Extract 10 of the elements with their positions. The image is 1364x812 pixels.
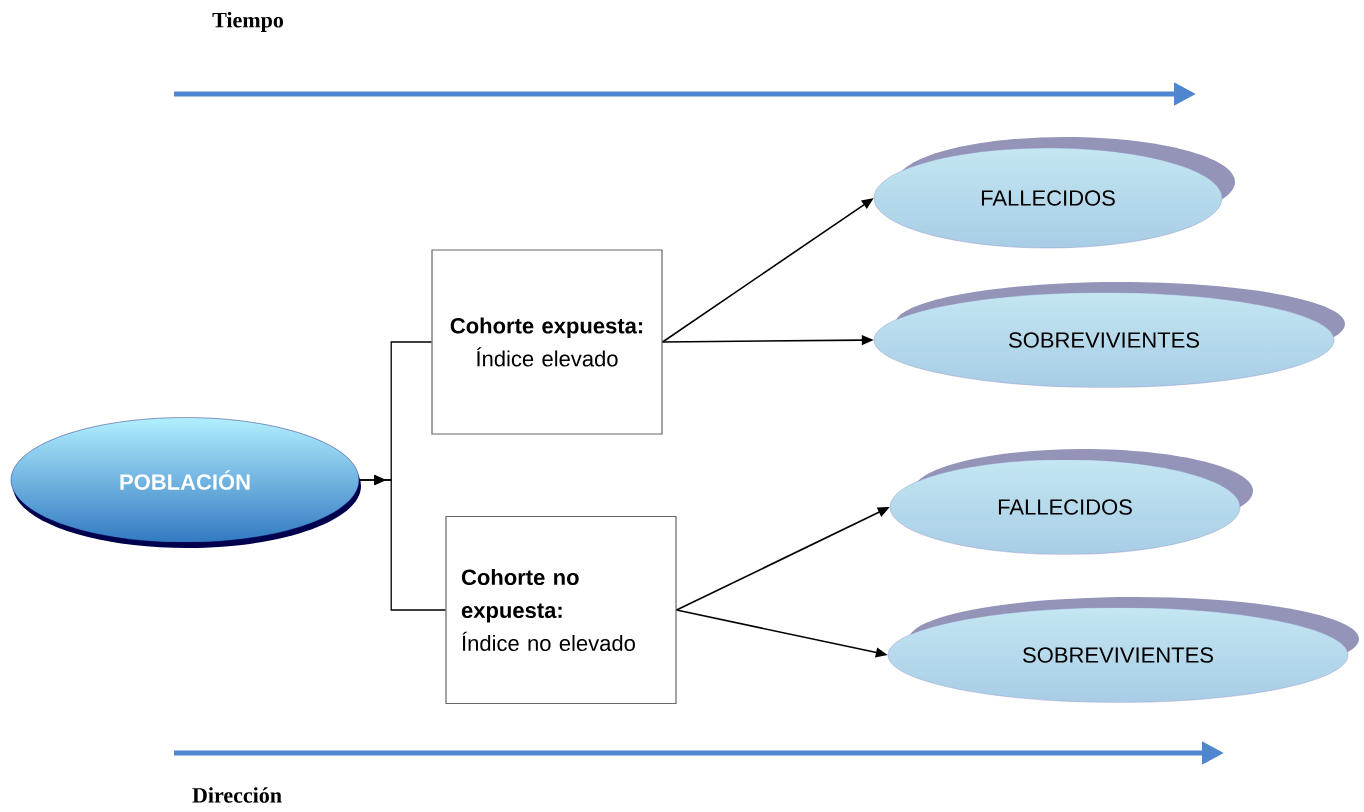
ellipse-node: FALLECIDOS [889, 449, 1253, 555]
ellipse-node: SOBREVIVIENTES [887, 597, 1359, 703]
cohort-box: Cohorte expuesta: Índice elevado [431, 249, 663, 435]
axis-label: Dirección [192, 787, 282, 803]
ellipse-node: POBLACIÓN [10, 417, 361, 548]
ellipse-node: FALLECIDOS [873, 137, 1235, 249]
cohort-box: Cohorte no expuesta: Índice no elevado [445, 515, 677, 705]
axis-label: Tiempo [212, 12, 284, 32]
bracket-arrow [358, 474, 447, 611]
ellipse-node: SOBREVIVIENTES [873, 282, 1345, 388]
